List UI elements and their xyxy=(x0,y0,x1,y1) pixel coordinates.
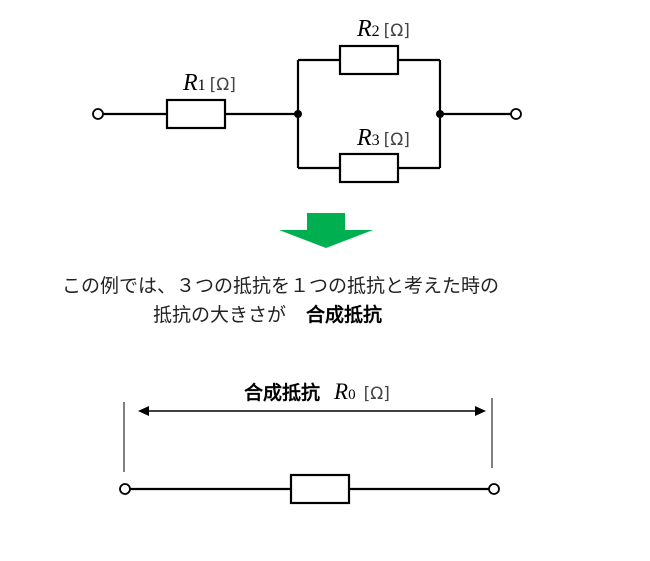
label-r1: R1[Ω] xyxy=(182,70,236,96)
terminal-right-bottom xyxy=(488,483,500,495)
arrowhead-right-icon xyxy=(475,406,486,416)
arrowhead-left-icon xyxy=(138,406,149,416)
junction-right xyxy=(436,110,444,118)
down-arrow-icon xyxy=(279,213,373,248)
terminal-left-top xyxy=(92,108,104,120)
caption-emphasis: 合成抵抗 xyxy=(306,304,383,326)
caption-line-2: 抵抗の大きさが合成抵抗 xyxy=(153,300,382,327)
caption-prefix: 抵抗の大きさが xyxy=(153,304,287,326)
label-r3: R3[Ω] xyxy=(356,125,410,151)
label-r2: R2[Ω] xyxy=(356,16,410,42)
junction-left xyxy=(294,110,302,118)
terminal-right-top xyxy=(510,108,522,120)
resistor-r1 xyxy=(165,98,227,130)
resistor-r0 xyxy=(289,473,351,505)
caption-line-1: この例では、３つの抵抗を１つの抵抗と考えた時の xyxy=(62,275,500,297)
resistor-r3 xyxy=(338,152,400,184)
terminal-left-bottom xyxy=(119,483,131,495)
resistor-r2 xyxy=(338,44,400,76)
